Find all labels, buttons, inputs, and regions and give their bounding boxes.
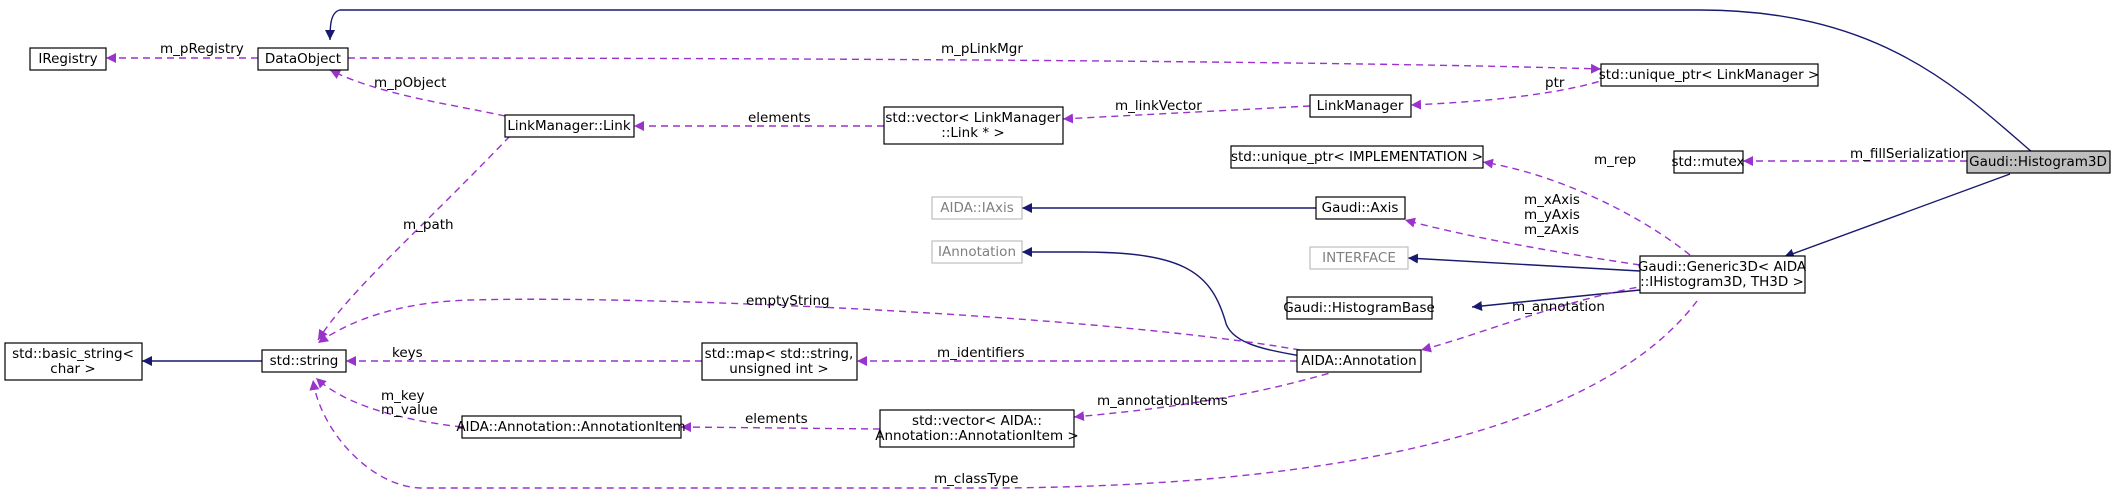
edge-generic3d-to-interface [1407,253,1641,272]
label-m-annotationitems: m_annotationItems [1097,393,1228,409]
label-m-annotation: m_annotation [1512,299,1605,315]
edge-rep [1482,158,1691,256]
edge-path [317,135,511,341]
node-basic-string[interactable]: std::basic_string< char > [4,342,143,381]
node-label-linkmanager-link: LinkManager::Link [507,118,631,134]
node-label-map-2: unsigned int > [729,361,828,377]
edge-annotationitems [1073,369,1341,422]
node-label-histogram-base: Gaudi::HistogramBase [1283,300,1435,316]
edge-emptystring [317,298,1301,351]
node-histogram-base[interactable]: Gaudi::HistogramBase [1283,296,1435,320]
node-vector-annotation-item[interactable]: std::vector< AIDA:: Annotation::Annotati… [875,409,1079,448]
node-label-dataobject: DataObject [265,51,341,67]
node-label-basic-string-1: std::basic_string< [12,346,134,362]
label-m-zaxis: m_zAxis [1524,222,1579,238]
node-label-linkmanager: LinkManager [1317,98,1404,114]
label-m-path: m_path [403,217,454,233]
label-elements-item: elements [745,411,808,427]
node-label-iregistry: IRegistry [38,51,97,67]
label-m-classtype: m_classType [934,471,1018,487]
edge-elements-item [680,422,881,433]
node-linkmanager[interactable]: LinkManager [1309,94,1412,118]
node-label-unique-ptr-impl: std::unique_ptr< IMPLEMENTATION > [1231,149,1483,165]
node-iannotation[interactable]: IAnnotation [931,240,1023,264]
node-iaxis[interactable]: AIDA::IAxis [931,196,1023,220]
node-aida-annotation[interactable]: AIDA::Annotation [1296,349,1422,373]
node-label-generic3d-1: Gaudi::Generic3D< AIDA [1638,259,1807,275]
edge-linkvector [1062,105,1311,124]
node-label-gaudi-axis: Gaudi::Axis [1322,200,1399,216]
node-unique-ptr-impl[interactable]: std::unique_ptr< IMPLEMENTATION > [1230,145,1484,169]
node-label-iannotation: IAnnotation [938,244,1016,260]
node-interface[interactable]: INTERFACE [1309,246,1409,270]
label-m-plinkmgr: m_pLinkMgr [941,41,1023,57]
node-label-vector-link-2: ::Link * > [941,125,1004,141]
node-label-map-1: std::map< std::string, [705,346,854,362]
node-annotation-item[interactable]: AIDA::Annotation::AnnotationItem [456,415,686,439]
label-m-xaxis: m_xAxis [1524,192,1580,208]
label-elements-link: elements [748,110,811,126]
node-std-string[interactable]: std::string [261,349,347,373]
edge-labels: m_pRegistry m_pLinkMgr m_pObject ptr m_l… [160,41,1969,487]
node-label-iaxis: AIDA::IAxis [940,200,1013,216]
node-iregistry[interactable]: IRegistry [29,47,107,71]
label-m-pregistry: m_pRegistry [160,41,244,57]
node-label-std-string: std::string [270,353,339,369]
edge-plinkmgr [347,57,1602,74]
edge-histogram3d-to-dataobject [325,9,2034,154]
node-label-aida-annotation: AIDA::Annotation [1301,353,1417,369]
label-m-value: m_value [381,402,438,418]
edge-key-value [315,377,463,428]
node-generic3d[interactable]: Gaudi::Generic3D< AIDA ::IHistogram3D, T… [1638,255,1807,294]
label-m-linkvector: m_linkVector [1115,98,1202,114]
label-m-fillserialization: m_fillSerialization [1850,146,1969,162]
node-label-unique-ptr-linkmanager: std::unique_ptr< LinkManager > [1599,67,1819,83]
inheritance-edges [142,9,2034,366]
node-label-mutex: std::mutex [1671,154,1744,170]
node-label-vector-item-1: std::vector< AIDA:: [912,413,1042,429]
label-m-rep: m_rep [1594,152,1636,168]
node-label-generic3d-2: ::IHistogram3D, TH3D > [1640,274,1804,290]
node-label-basic-string-2: char > [50,361,95,377]
node-label-annotation-item: AIDA::Annotation::AnnotationItem [456,419,685,435]
node-label-vector-item-2: Annotation::AnnotationItem > [875,428,1079,444]
edge-annotation [1420,282,1661,353]
edge-ptr [1410,77,1611,110]
node-mutex[interactable]: std::mutex [1671,150,1745,174]
label-m-yaxis: m_yAxis [1524,207,1580,223]
label-m-key: m_key [381,388,425,404]
node-label-vector-link-1: std::vector< LinkManager [885,110,1061,126]
label-ptr: ptr [1545,75,1565,91]
edge-annotation-to-iannotation [1022,247,1301,357]
label-m-identifiers: m_identifiers [937,345,1025,361]
label-m-pobject: m_pObject [374,75,446,91]
edge-pobject [329,69,506,117]
node-vector-link[interactable]: std::vector< LinkManager ::Link * > [883,106,1064,145]
node-histogram3d[interactable]: Gaudi::Histogram3D [1966,150,2111,174]
edge-axes [1404,217,1641,266]
node-label-interface: INTERFACE [1322,250,1396,266]
node-label-histogram3d: Gaudi::Histogram3D [1969,154,2107,170]
node-gaudi-axis[interactable]: Gaudi::Axis [1315,196,1406,220]
usage-edges [106,53,1967,489]
edge-classtype [309,300,1698,489]
node-unique-ptr-linkmanager[interactable]: std::unique_ptr< LinkManager > [1599,63,1819,87]
node-linkmanager-link[interactable]: LinkManager::Link [504,114,635,138]
label-emptystring: emptyString [746,293,830,309]
label-keys: keys [392,345,423,361]
edge-histogram3d-to-generic3d [1783,173,2011,259]
node-map[interactable]: std::map< std::string, unsigned int > [701,342,858,381]
node-dataobject[interactable]: DataObject [257,47,349,71]
